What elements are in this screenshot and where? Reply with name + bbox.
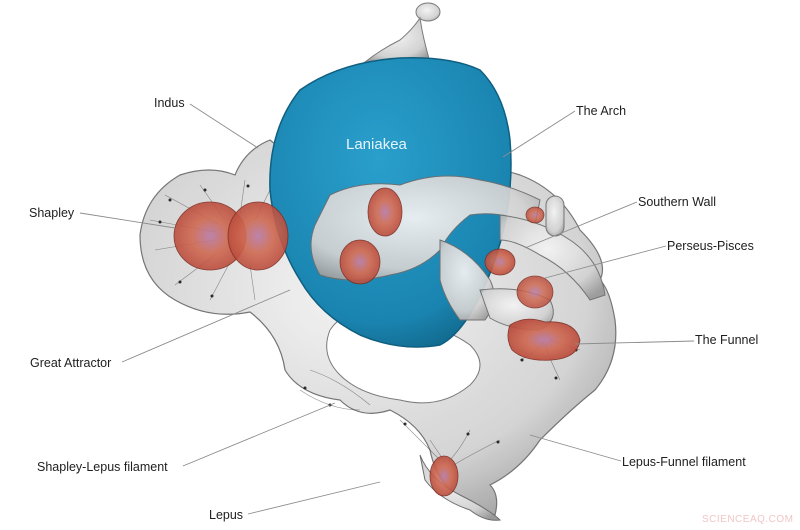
laniakea-label: Laniakea: [346, 136, 407, 153]
great-attractor-node: [367, 187, 403, 237]
shapley-node-2: [227, 201, 289, 271]
lepus-funnel-filament-label: Lepus-Funnel filament: [622, 455, 746, 469]
the-funnel-label: The Funnel: [695, 333, 759, 347]
southern-wall-label: Southern Wall: [638, 195, 717, 209]
perseus-pisces-label: Perseus-Pisces: [667, 239, 754, 253]
watermark: SCIENCEAQ.COM: [702, 514, 794, 525]
shapley-lepus-filament-label: Shapley-Lepus filament: [37, 460, 168, 474]
funnel-node: [507, 318, 581, 361]
flow-dots: [158, 184, 578, 444]
attractors: [173, 187, 581, 497]
lepus-label: Lepus: [209, 508, 244, 522]
lepus-node: [429, 455, 459, 497]
indus-label: Indus: [154, 96, 185, 110]
leader-lines: [79, 103, 695, 515]
the-arch-label: The Arch: [576, 104, 627, 118]
shapley-label: Shapley: [29, 206, 75, 220]
southern-wall-node: [525, 206, 545, 224]
great-attractor-node-2: [339, 239, 381, 285]
great-attractor-label: Great Attractor: [30, 356, 112, 370]
perseus-pisces-node: [484, 248, 516, 276]
perseus-pisces-node-2: [516, 275, 554, 309]
